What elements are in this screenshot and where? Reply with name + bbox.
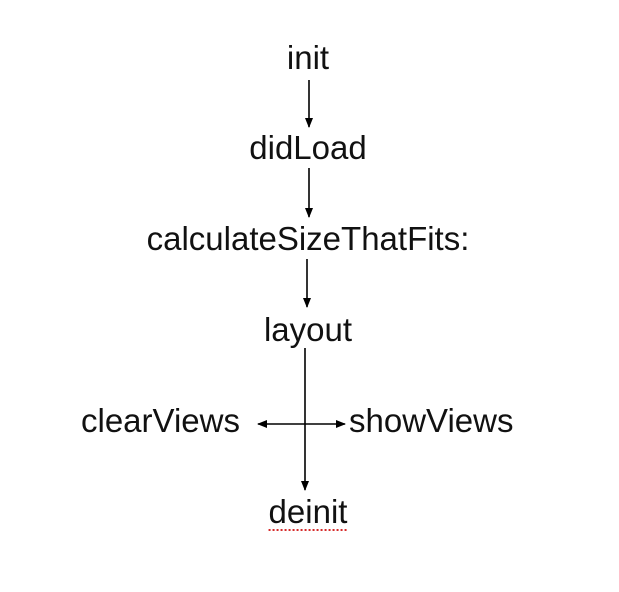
node-didload: didLoad xyxy=(249,129,367,166)
node-calculate-size-that-fits: calculateSizeThatFits: xyxy=(146,220,470,257)
node-deinit: deinit xyxy=(269,492,348,532)
node-deinit-label: deinit xyxy=(268,493,348,530)
node-show-views: showViews xyxy=(349,402,514,439)
node-init: init xyxy=(286,39,330,76)
node-clear-views: clearViews xyxy=(81,402,240,439)
node-layout: layout xyxy=(263,311,353,348)
